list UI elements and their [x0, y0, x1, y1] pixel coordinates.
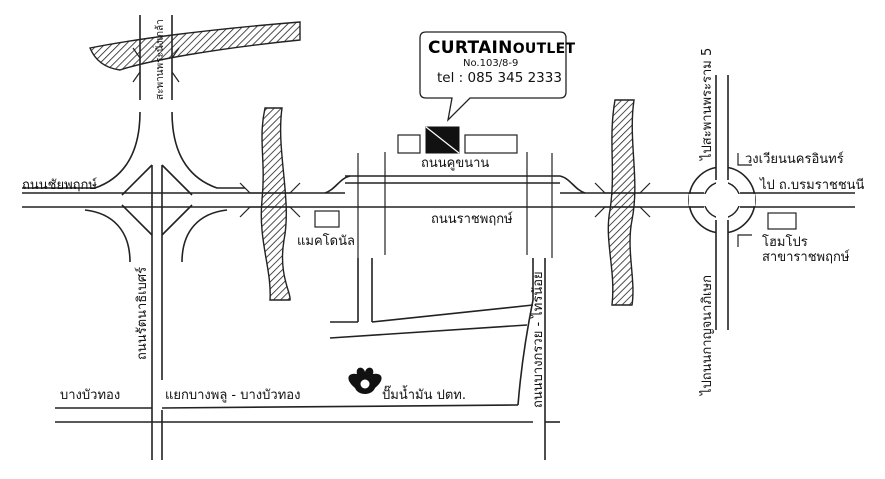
ramp-right	[559, 175, 586, 194]
label-ratchaphruek: ถนนราชพฤกษ์	[431, 211, 513, 227]
label-ptt: ปั๊มน้ำมัน ปตท.	[382, 385, 466, 403]
cloverleaf-top-left	[22, 111, 141, 189]
interchange-box	[384, 152, 528, 255]
label-to-kanchanaphisek: ไปถนนกาญจนาภิเษก	[699, 275, 715, 396]
label-nonthaburi-circle: วงเวียนนครอินทร์	[745, 151, 844, 167]
river-left	[260, 107, 291, 301]
label-khunan: ถนนคูขนาน	[421, 156, 489, 171]
building-left	[397, 134, 421, 154]
label-to-borommaratchachonnani: ไป ถ.บรมราชชนนี	[759, 177, 865, 193]
store-name: CURTAINOUTLET	[428, 38, 576, 58]
river-right	[607, 99, 636, 306]
mcdonalds-building	[314, 210, 340, 228]
cloverleaf-top-right	[171, 111, 245, 189]
label-rattanathibet: ถนนรัตนาธิเบศร์	[134, 267, 150, 360]
label-homepro-1: โฮมโปร	[762, 234, 808, 250]
label-bang-kruai-sai-noi: ถนนบางกรวย - ไทรน้อย	[530, 271, 546, 408]
store-address: No.103/8-9	[463, 58, 518, 69]
store-callout	[419, 31, 567, 122]
ramp-left	[324, 175, 351, 194]
bang-kruai-road-left	[517, 258, 534, 406]
building-right	[464, 134, 518, 154]
label-to-bridge-rama5: ไปสะพานพระราม 5	[699, 48, 715, 161]
store-phone: tel : 085 345 2333	[437, 70, 562, 86]
homepro-building	[767, 212, 797, 230]
label-bang-bua-thong: บางบัวทอง	[60, 388, 120, 403]
label-chaiyaphruek: ถนนชัยพฤกษ์	[22, 177, 97, 193]
cloverleaf-bottom-left	[84, 209, 131, 263]
label-bang-phlu-junction: แยกบางพลู - บางบัวทอง	[165, 388, 300, 403]
label-mcdonalds: แมคโดนัล	[297, 233, 355, 249]
cloverleaf-bottom-right	[181, 209, 228, 263]
label-homepro-2: สาขาราชพฤกษ์	[762, 249, 850, 265]
river-top-left	[89, 21, 301, 71]
ptt-logo-icon	[348, 367, 382, 394]
label-bridge-nonthaburi: สะพานพระนั่งเกล้า	[152, 19, 166, 100]
